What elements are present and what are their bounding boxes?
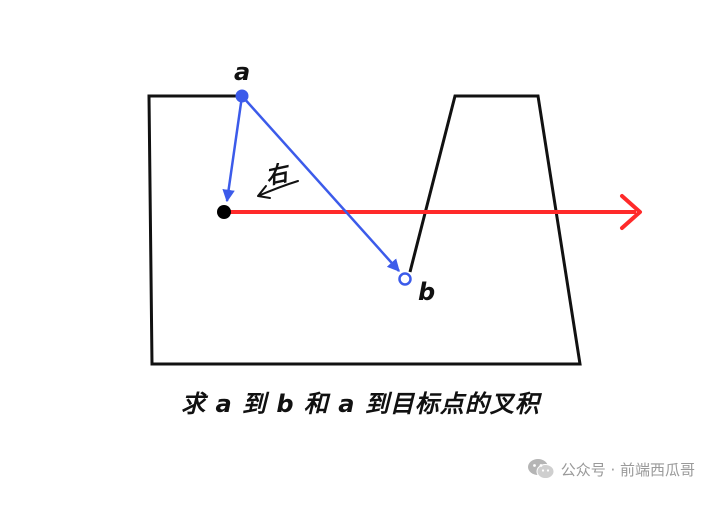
polygon-outline bbox=[147, 94, 582, 366]
wechat-icon bbox=[527, 459, 555, 479]
target-point bbox=[217, 205, 231, 219]
diagram-caption: 求 a 到 b 和 a 到目标点的叉积 bbox=[181, 390, 540, 418]
vector-a-to-target bbox=[222, 95, 244, 203]
test-ray-arrowhead bbox=[620, 194, 642, 230]
point-a-label: a bbox=[234, 58, 250, 86]
point-a bbox=[235, 89, 249, 103]
point-b-label: b bbox=[418, 278, 435, 306]
vector-a-to-b bbox=[241, 95, 400, 272]
watermark: 公众号 · 前端西瓜哥 bbox=[527, 458, 695, 480]
point-b bbox=[398, 272, 412, 286]
right-label: 右 bbox=[264, 161, 294, 191]
right-direction-arrow bbox=[257, 180, 299, 199]
watermark-text: 公众号 · 前端西瓜哥 bbox=[560, 460, 695, 479]
